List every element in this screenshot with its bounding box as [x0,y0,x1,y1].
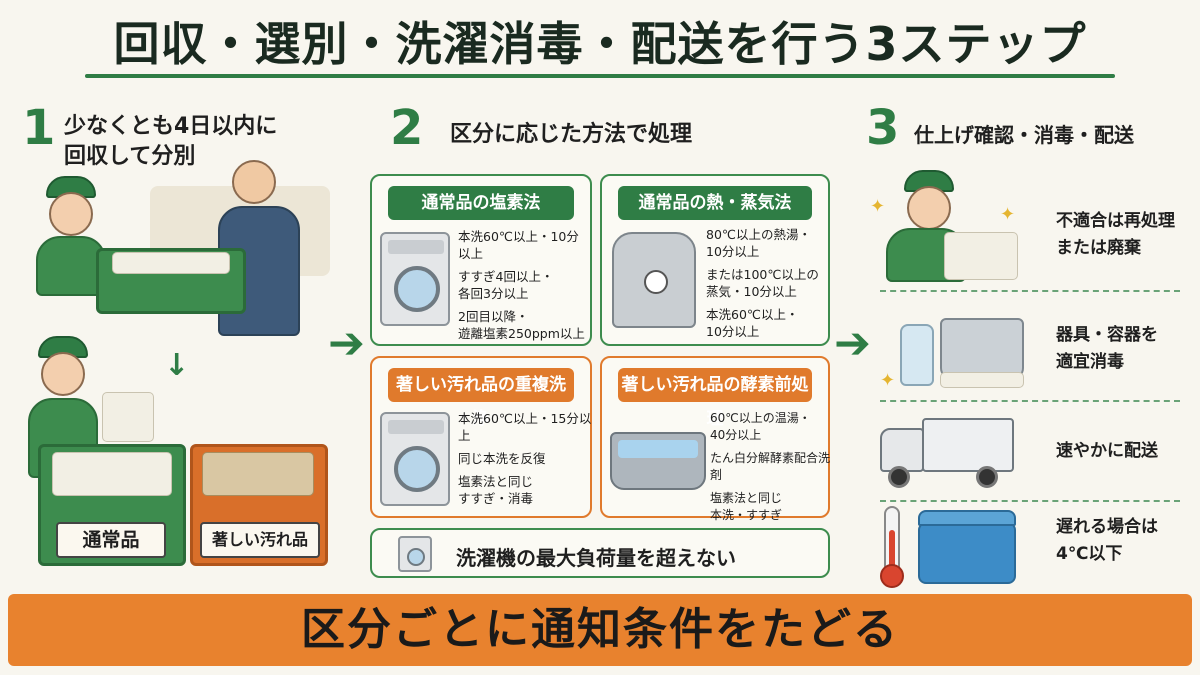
box-line: 10分以上 [706,244,760,259]
box-line: 塩素法と同じ [710,491,783,505]
worker-face [49,192,93,236]
box-text: 本洗60℃以上・10分以上 すすぎ4回以上・ 各回3分以上 2回目以降・ 遊離塩… [458,228,590,342]
item-line: 適宜消毒 [1056,352,1124,372]
thermometer-icon [880,506,904,588]
worker-face [907,186,951,230]
sparkle-icon: ✦ [1000,204,1016,225]
dirty-towel [202,452,314,496]
step3-heading: 仕上げ確認・消毒・配送 [914,123,1134,147]
towel [102,392,154,442]
wheel-icon [888,466,910,488]
sparkle-icon: ✦ [880,370,896,391]
max-load-note: 洗濯機の最大負荷量を超えない [370,528,830,578]
worker-face [232,160,276,204]
bottom-banner: 区分ごとに通知条件をたどる [8,594,1192,666]
note-text: 洗濯機の最大負荷量を超えない [456,546,736,570]
steam-tank-icon [612,232,696,328]
box-line: 各回3分以上 [458,286,529,301]
box-line: 蒸気・10分以上 [706,284,797,299]
divider [880,290,1180,292]
step1-heading: 少なくとも4日以内に 回収して分別 [64,112,277,172]
item-line: 4℃以下 [1056,544,1123,564]
step3-item-text: 速やかに配送 [1056,438,1158,465]
step3-item-text: 遅れる場合は 4℃以下 [1056,514,1158,568]
item-line: 遅れる場合は [1056,517,1158,537]
soak-basin-icon [610,432,706,490]
enzyme-pretreatment-box: 著しい汚れ品の酵素前処理 60℃以上の温湯・ 40分以上 たん白分解酵素配合洗剤… [600,356,830,522]
box-line: 本洗60℃以上・10分以上 [458,229,579,261]
washing-machine-icon [398,536,432,572]
arrow-right-icon: ➔ [328,318,365,369]
dirty-label: 著しい汚れ品 [200,522,320,558]
towel [940,372,1024,388]
page-title: 回収・選別・洗濯消毒・配送を行う3ステップ [113,17,1087,71]
box-line: 遊離塩素250ppm以上 [458,326,585,341]
spray-bottle-icon [900,324,934,386]
box-title: 通常品の熱・蒸気法 [618,186,812,220]
chlorine-method-box: 通常品の塩素法 本洗60℃以上・10分以上 すすぎ4回以上・ 各回3分以上 2回… [370,174,592,346]
box-line: すすぎ4回以上・ [458,269,554,284]
cooler-box-icon [918,510,1016,584]
box-line: 本洗・すすぎ [710,508,783,522]
box-title: 著しい汚れ品の重複洗浄 [388,368,574,429]
step3-item-text: 器具・容器を 適宜消毒 [1056,322,1158,376]
truck-body-icon [922,418,1014,472]
worker-face [41,352,85,396]
truck-cab-icon [880,428,924,472]
container-icon [940,318,1024,380]
heat-steam-method-box: 通常品の熱・蒸気法 80℃以上の熱湯・ 10分以上 または100℃以上の 蒸気・… [600,174,830,346]
towel [944,232,1018,280]
box-line: 塩素法と同じ [458,474,534,489]
step1-number: 1 [22,100,56,156]
sparkle-icon: ✦ [870,196,886,217]
repeated-wash-box: 著しい汚れ品の重複洗浄 本洗60℃以上・15分以上 同じ本洗を反復 塩素法と同じ… [370,356,592,518]
box-title: 著しい汚れ品の酵素前処理 [618,368,812,429]
divider [880,400,1180,402]
divider [880,500,1180,502]
towel [52,452,172,496]
banner-text: 区分ごとに通知条件をたどる [301,604,899,655]
box-line: たん白分解酵素配合洗剤 [710,451,831,482]
item-line: または廃棄 [1056,238,1141,258]
towel [112,252,230,274]
step2-number: 2 [390,100,424,156]
washing-machine-icon [380,412,450,506]
box-line: 同じ本洗を反復 [458,451,546,466]
box-line: 本洗60℃以上・15分以上 [458,411,592,443]
box-text: 本洗60℃以上・15分以上 同じ本洗を反復 塩素法と同じ すすぎ・消毒 [458,410,592,507]
item-line: 器具・容器を [1056,325,1158,345]
box-line: 80℃以上の熱湯・ [706,227,811,242]
step3-item-text: 不適合は再処理 または廃棄 [1056,208,1175,262]
item-line: 速やかに配送 [1056,441,1158,461]
box-line: 10分以上 [706,324,760,339]
step1-heading-line2: 回収して分別 [64,144,196,169]
worker-body [36,236,106,296]
down-arrow-icon: ↓ [164,348,190,383]
box-text: 60℃以上の温湯・ 40分以上 たん白分解酵素配合洗剤 塩素法と同じ 本洗・すす… [710,410,830,524]
arrow-right-icon: ➔ [834,318,871,369]
box-line: 本洗60℃以上・ [706,307,799,322]
box-title: 通常品の塩素法 [388,186,574,220]
box-line: 60℃以上の温湯・ [710,411,811,425]
title-underline [85,74,1115,78]
normal-label: 通常品 [56,522,166,558]
box-line: または100℃以上の [706,267,819,282]
step1-heading-line1: 少なくとも4日以内に [64,114,278,139]
box-line: すすぎ・消毒 [458,491,534,506]
wheel-icon [976,466,998,488]
box-line: 2回目以降・ [458,309,529,324]
step3-number: 3 [866,100,900,156]
step2-heading: 区分に応じた方法で処理 [450,122,693,147]
item-line: 不適合は再処理 [1056,211,1175,231]
box-line: 40分以上 [710,428,762,442]
box-text: 80℃以上の熱湯・ 10分以上 または100℃以上の 蒸気・10分以上 本洗60… [706,226,830,340]
washing-machine-icon [380,232,450,326]
